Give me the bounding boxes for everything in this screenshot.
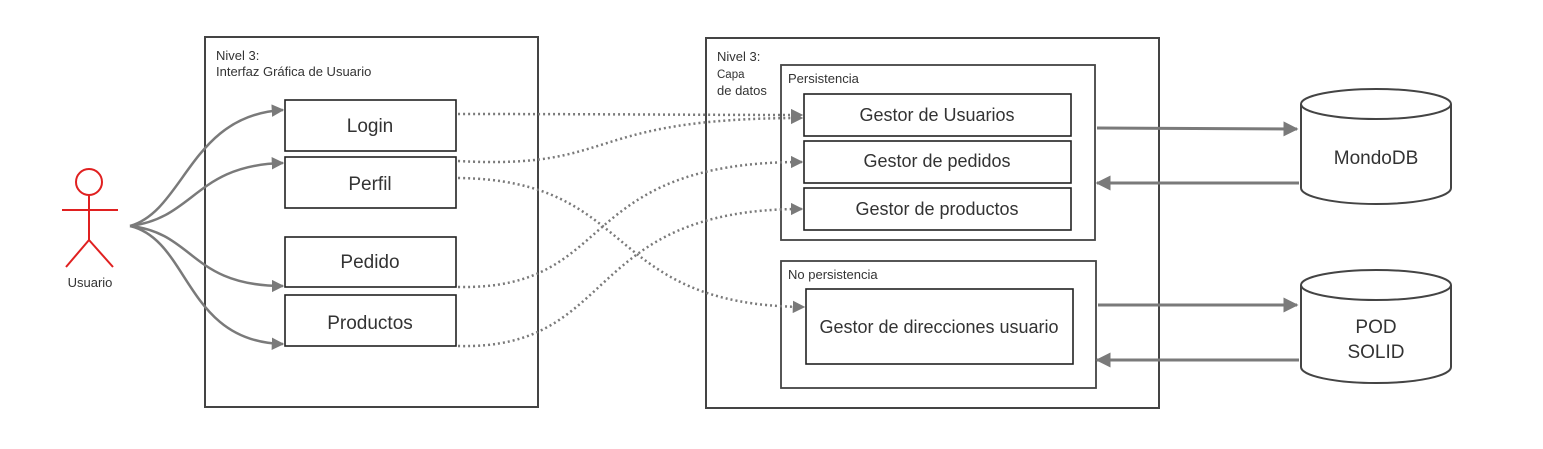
mondodb-cylinder-top	[1300, 88, 1452, 120]
gestor-productos-box[interactable]	[803, 187, 1072, 231]
arrow-actor-login	[129, 104, 285, 228]
arrow-pedido-pedidos	[457, 155, 804, 289]
database-connections	[1095, 121, 1299, 368]
persistence-label: Persistencia	[788, 71, 860, 86]
productos-box-label: Productos	[327, 313, 413, 334]
gui-tier-frame	[204, 36, 539, 408]
mondodb-cylinder-body	[1300, 104, 1452, 205]
persistence-frame	[780, 64, 1096, 241]
actor-right-leg	[88, 239, 114, 268]
pod-solid-database: POD SOLID	[1300, 269, 1452, 384]
gui-tier-title-line2: Interfaz Gráfica de Usuario	[216, 64, 371, 79]
pedido-box-label: Pedido	[340, 252, 399, 273]
gestor-usuarios-label: Gestor de Usuarios	[859, 105, 1014, 125]
gui-data-connections	[457, 108, 806, 348]
perfil-box-label: Perfil	[348, 174, 391, 195]
arrow-persistence-to-mondodb	[1096, 121, 1299, 137]
data-tier-title-line1: Nivel 3:	[717, 49, 760, 64]
actor-head	[75, 168, 103, 196]
data-tier-title-line3: de datos	[717, 83, 767, 98]
gui-tier-title-line1: Nivel 3:	[216, 48, 259, 63]
mondodb-database: MondoDB	[1300, 88, 1452, 205]
arrow-productos-productos	[457, 202, 804, 348]
login-box-label: Login	[347, 116, 394, 137]
arrow-perfil-direcciones	[457, 176, 806, 314]
mondodb-label: MondoDB	[1334, 148, 1419, 169]
gui-tier: Nivel 3: Interfaz Gráfica de Usuario Log…	[204, 36, 539, 408]
login-box[interactable]	[284, 99, 457, 152]
arrow-perfil-usuarios	[457, 111, 804, 164]
pod-cylinder-body	[1300, 285, 1452, 384]
data-tier: Nivel 3: Capa de datos Persistencia Gest…	[705, 37, 1160, 409]
non-persistence-frame	[780, 260, 1097, 389]
pod-label-line2: SOLID	[1347, 342, 1404, 363]
arrow-actor-pedido	[129, 224, 285, 293]
pod-cylinder-top	[1300, 269, 1452, 301]
actor-label: Usuario	[68, 275, 113, 290]
gestor-productos-label: Gestor de productos	[855, 199, 1018, 219]
actor-connections	[129, 104, 285, 351]
gestor-usuarios-box[interactable]	[803, 93, 1072, 137]
gestor-direcciones-label: Gestor de direcciones usuario	[819, 317, 1058, 337]
arrow-login-usuarios	[457, 108, 804, 122]
data-tier-title-line2: Capa	[717, 69, 745, 81]
user-actor: Usuario	[62, 168, 118, 290]
gestor-pedidos-label: Gestor de pedidos	[863, 151, 1010, 171]
perfil-box[interactable]	[284, 156, 457, 209]
gestor-direcciones-box[interactable]	[805, 288, 1074, 365]
actor-left-leg	[65, 239, 90, 268]
data-tier-frame	[705, 37, 1160, 409]
arrow-actor-perfil	[129, 157, 285, 228]
gestor-pedidos-box[interactable]	[803, 140, 1072, 184]
pod-label-line1: POD	[1355, 317, 1396, 338]
productos-box[interactable]	[284, 294, 457, 347]
arrow-actor-productos	[129, 224, 285, 351]
non-persistence-label: No persistencia	[788, 267, 878, 282]
pedido-box[interactable]	[284, 236, 457, 288]
